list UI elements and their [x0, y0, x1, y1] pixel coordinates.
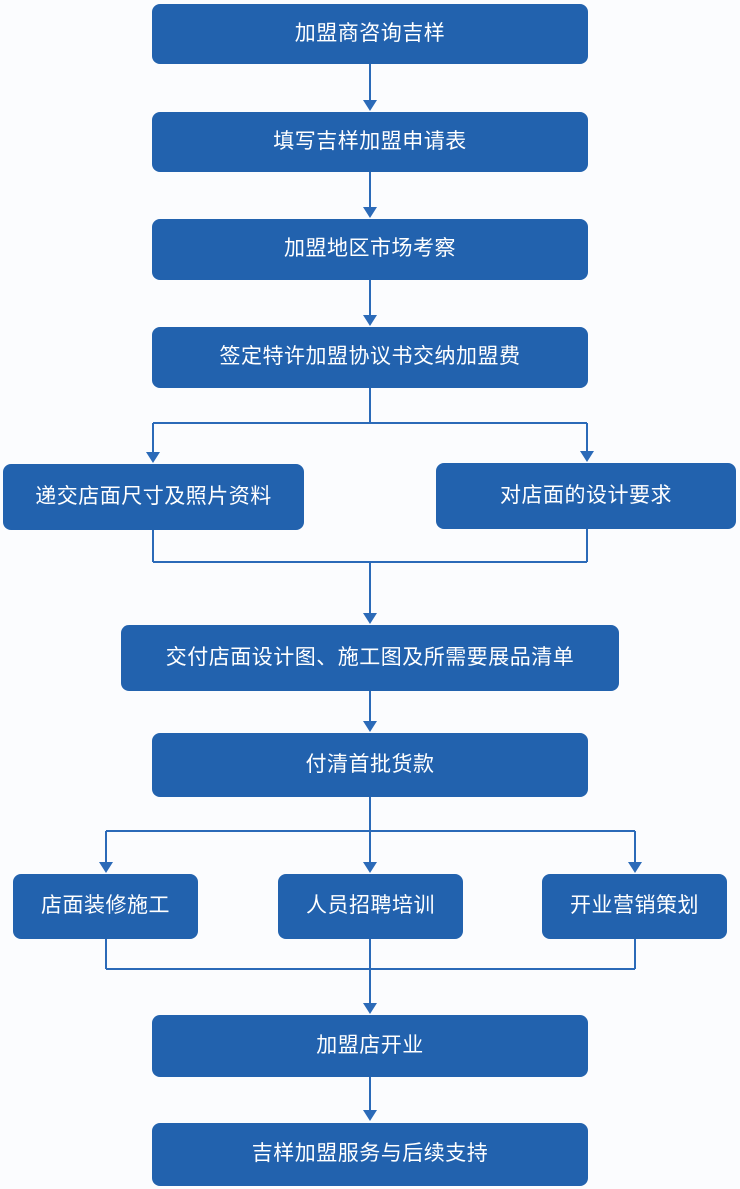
flow-node-branch1-left: 递交店面尺寸及照片资料 — [3, 464, 304, 530]
arrowhead-icon — [363, 1003, 377, 1014]
arrowhead-icon — [99, 862, 113, 873]
flow-node-branch1-right: 对店面的设计要求 — [436, 463, 736, 529]
flow-node-step7: 加盟店开业 — [152, 1015, 588, 1077]
arrowhead-icon — [363, 721, 377, 732]
arrowhead-icon — [363, 315, 377, 326]
flow-node-branch2-right: 开业营销策划 — [542, 874, 727, 939]
arrowhead-icon — [580, 451, 594, 462]
flow-node-step8: 吉样加盟服务与后续支持 — [152, 1123, 588, 1186]
flow-node-branch2-left: 店面装修施工 — [13, 874, 198, 939]
arrowhead-icon — [363, 1110, 377, 1121]
flow-node-step1: 加盟商咨询吉样 — [152, 4, 588, 64]
arrowhead-icon — [363, 100, 377, 111]
arrowhead-icon — [628, 862, 642, 873]
flow-node-step2: 填写吉样加盟申请表 — [152, 112, 588, 172]
flow-node-step5: 交付店面设计图、施工图及所需要展品清单 — [121, 625, 619, 691]
arrowhead-icon — [363, 862, 377, 873]
flow-node-step3: 加盟地区市场考察 — [152, 219, 588, 280]
arrowhead-icon — [363, 613, 377, 624]
flow-node-branch2-middle: 人员招聘培训 — [278, 874, 463, 939]
flow-node-step4: 签定特许加盟协议书交纳加盟费 — [152, 327, 588, 388]
flow-node-step6: 付清首批货款 — [152, 733, 588, 797]
arrowhead-icon — [363, 207, 377, 218]
arrowhead-icon — [146, 452, 160, 463]
